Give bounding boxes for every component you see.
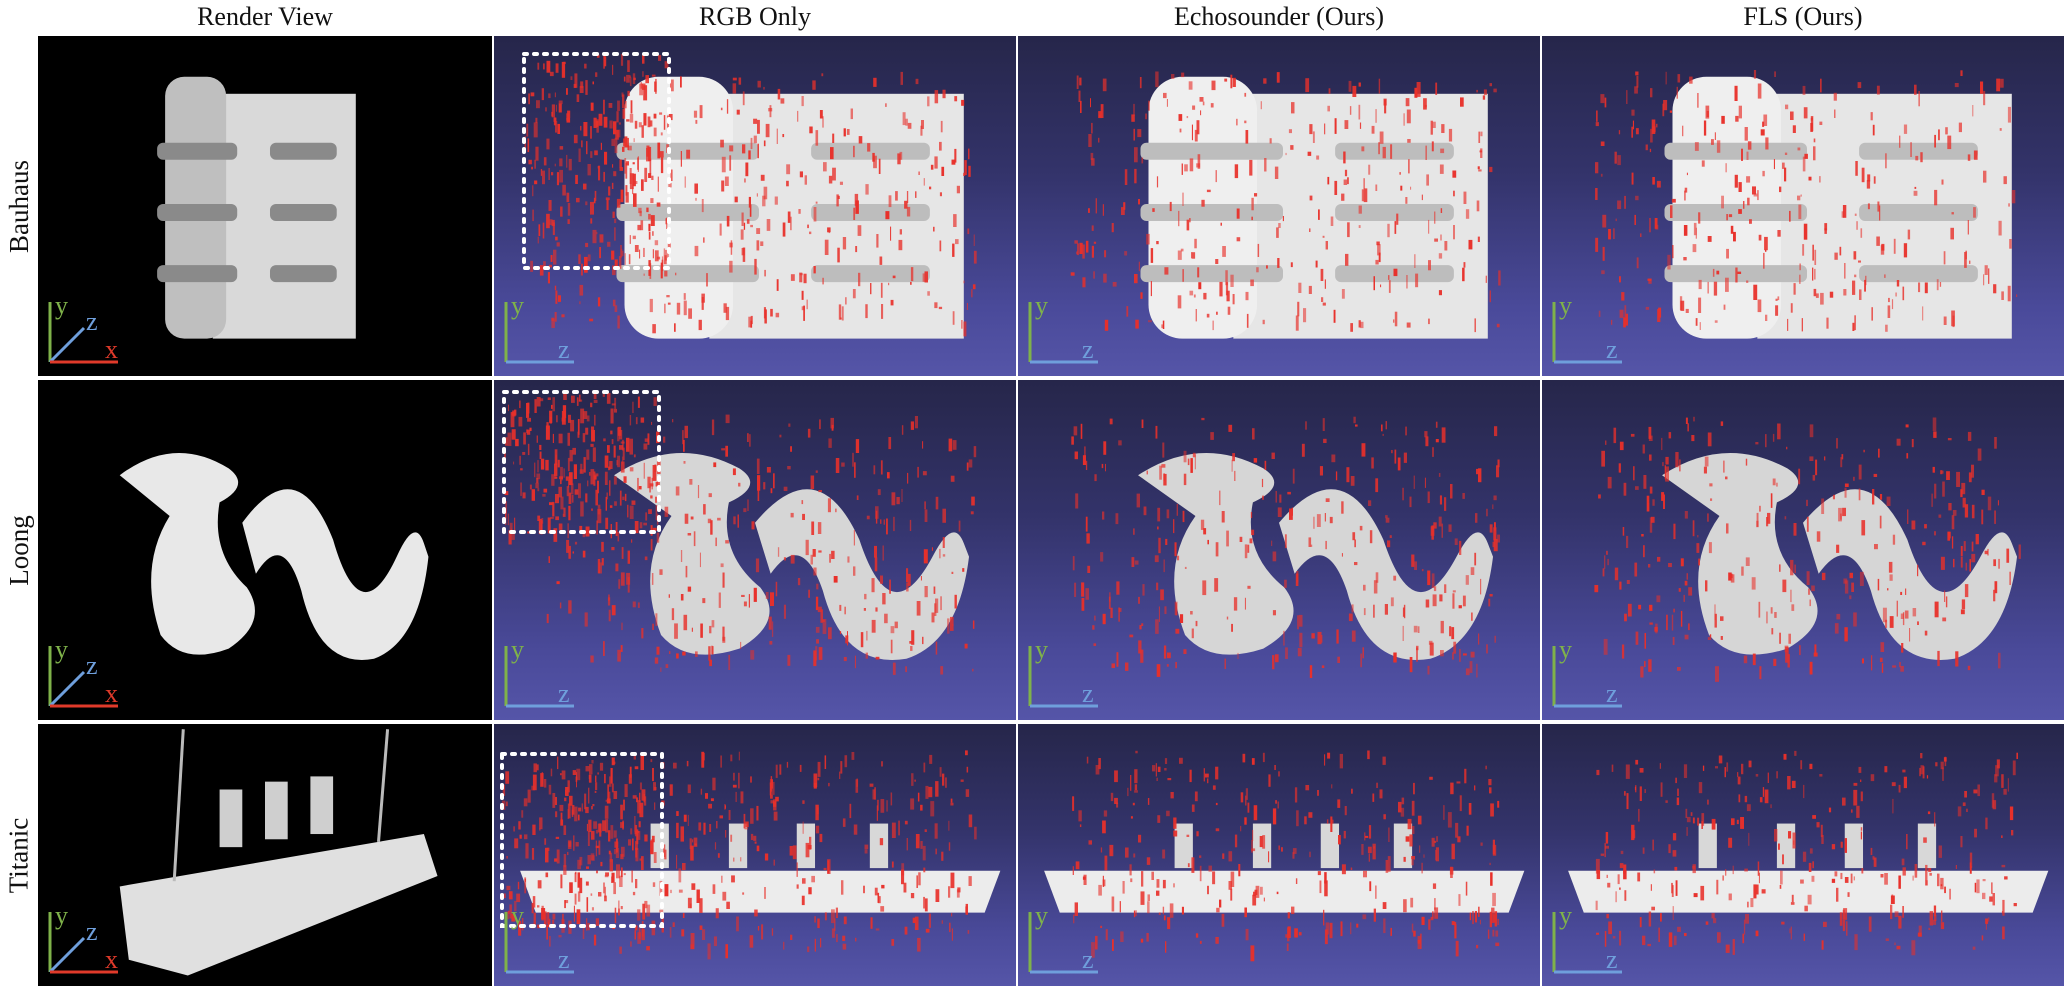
svg-text:y: y	[511, 901, 524, 930]
svg-text:z: z	[1082, 945, 1094, 974]
svg-text:z: z	[558, 945, 570, 974]
svg-text:z: z	[86, 917, 98, 946]
svg-text:z: z	[558, 335, 570, 364]
panel-titanic-fls: y z	[1542, 724, 2064, 986]
svg-text:y: y	[1035, 635, 1048, 664]
svg-text:x: x	[105, 945, 118, 974]
svg-text:z: z	[1606, 335, 1618, 364]
svg-text:x: x	[105, 335, 118, 364]
svg-text:y: y	[55, 901, 68, 930]
svg-text:z: z	[1606, 945, 1618, 974]
panel-bauhaus-echosounder: y z	[1018, 36, 1540, 376]
svg-text:y: y	[1559, 291, 1572, 320]
panel-loong-echosounder: y z	[1018, 380, 1540, 720]
svg-text:z: z	[1082, 679, 1094, 708]
panel-titanic-rgb-only: y z	[494, 724, 1016, 986]
svg-text:z: z	[86, 307, 98, 336]
column-header-rgb-only: RGB Only	[699, 2, 811, 31]
panel-loong-render-view: y z x	[38, 380, 492, 720]
svg-text:y: y	[1559, 635, 1572, 664]
column-header-fls: FLS (Ours)	[1743, 2, 1863, 31]
svg-text:y: y	[55, 291, 68, 320]
svg-text:y: y	[511, 291, 524, 320]
panel-bauhaus-rgb-only: y z	[494, 36, 1016, 376]
row-label-titanic: Titanic	[3, 817, 34, 893]
panel-bauhaus-fls: y z	[1542, 36, 2064, 376]
row-label-bauhaus: Bauhaus	[3, 159, 34, 253]
svg-text:y: y	[1035, 901, 1048, 930]
svg-text:z: z	[558, 679, 570, 708]
panel-loong-fls: y z	[1542, 380, 2064, 720]
column-header-render-view: Render View	[197, 2, 333, 31]
panel-loong-rgb-only: y z	[494, 380, 1016, 720]
svg-text:y: y	[55, 635, 68, 664]
column-header-echosounder: Echosounder (Ours)	[1173, 2, 1385, 31]
svg-text:z: z	[86, 651, 98, 680]
row-label-loong: Loong	[3, 514, 34, 586]
svg-text:z: z	[1606, 679, 1618, 708]
svg-text:y: y	[1559, 901, 1572, 930]
panel-titanic-echosounder: y z	[1018, 724, 1540, 986]
svg-text:x: x	[105, 679, 118, 708]
svg-text:y: y	[511, 635, 524, 664]
svg-text:z: z	[1082, 335, 1094, 364]
panel-titanic-render-view: y z x	[38, 724, 492, 986]
panel-bauhaus-render-view: y z x	[38, 36, 492, 376]
svg-text:y: y	[1035, 291, 1048, 320]
